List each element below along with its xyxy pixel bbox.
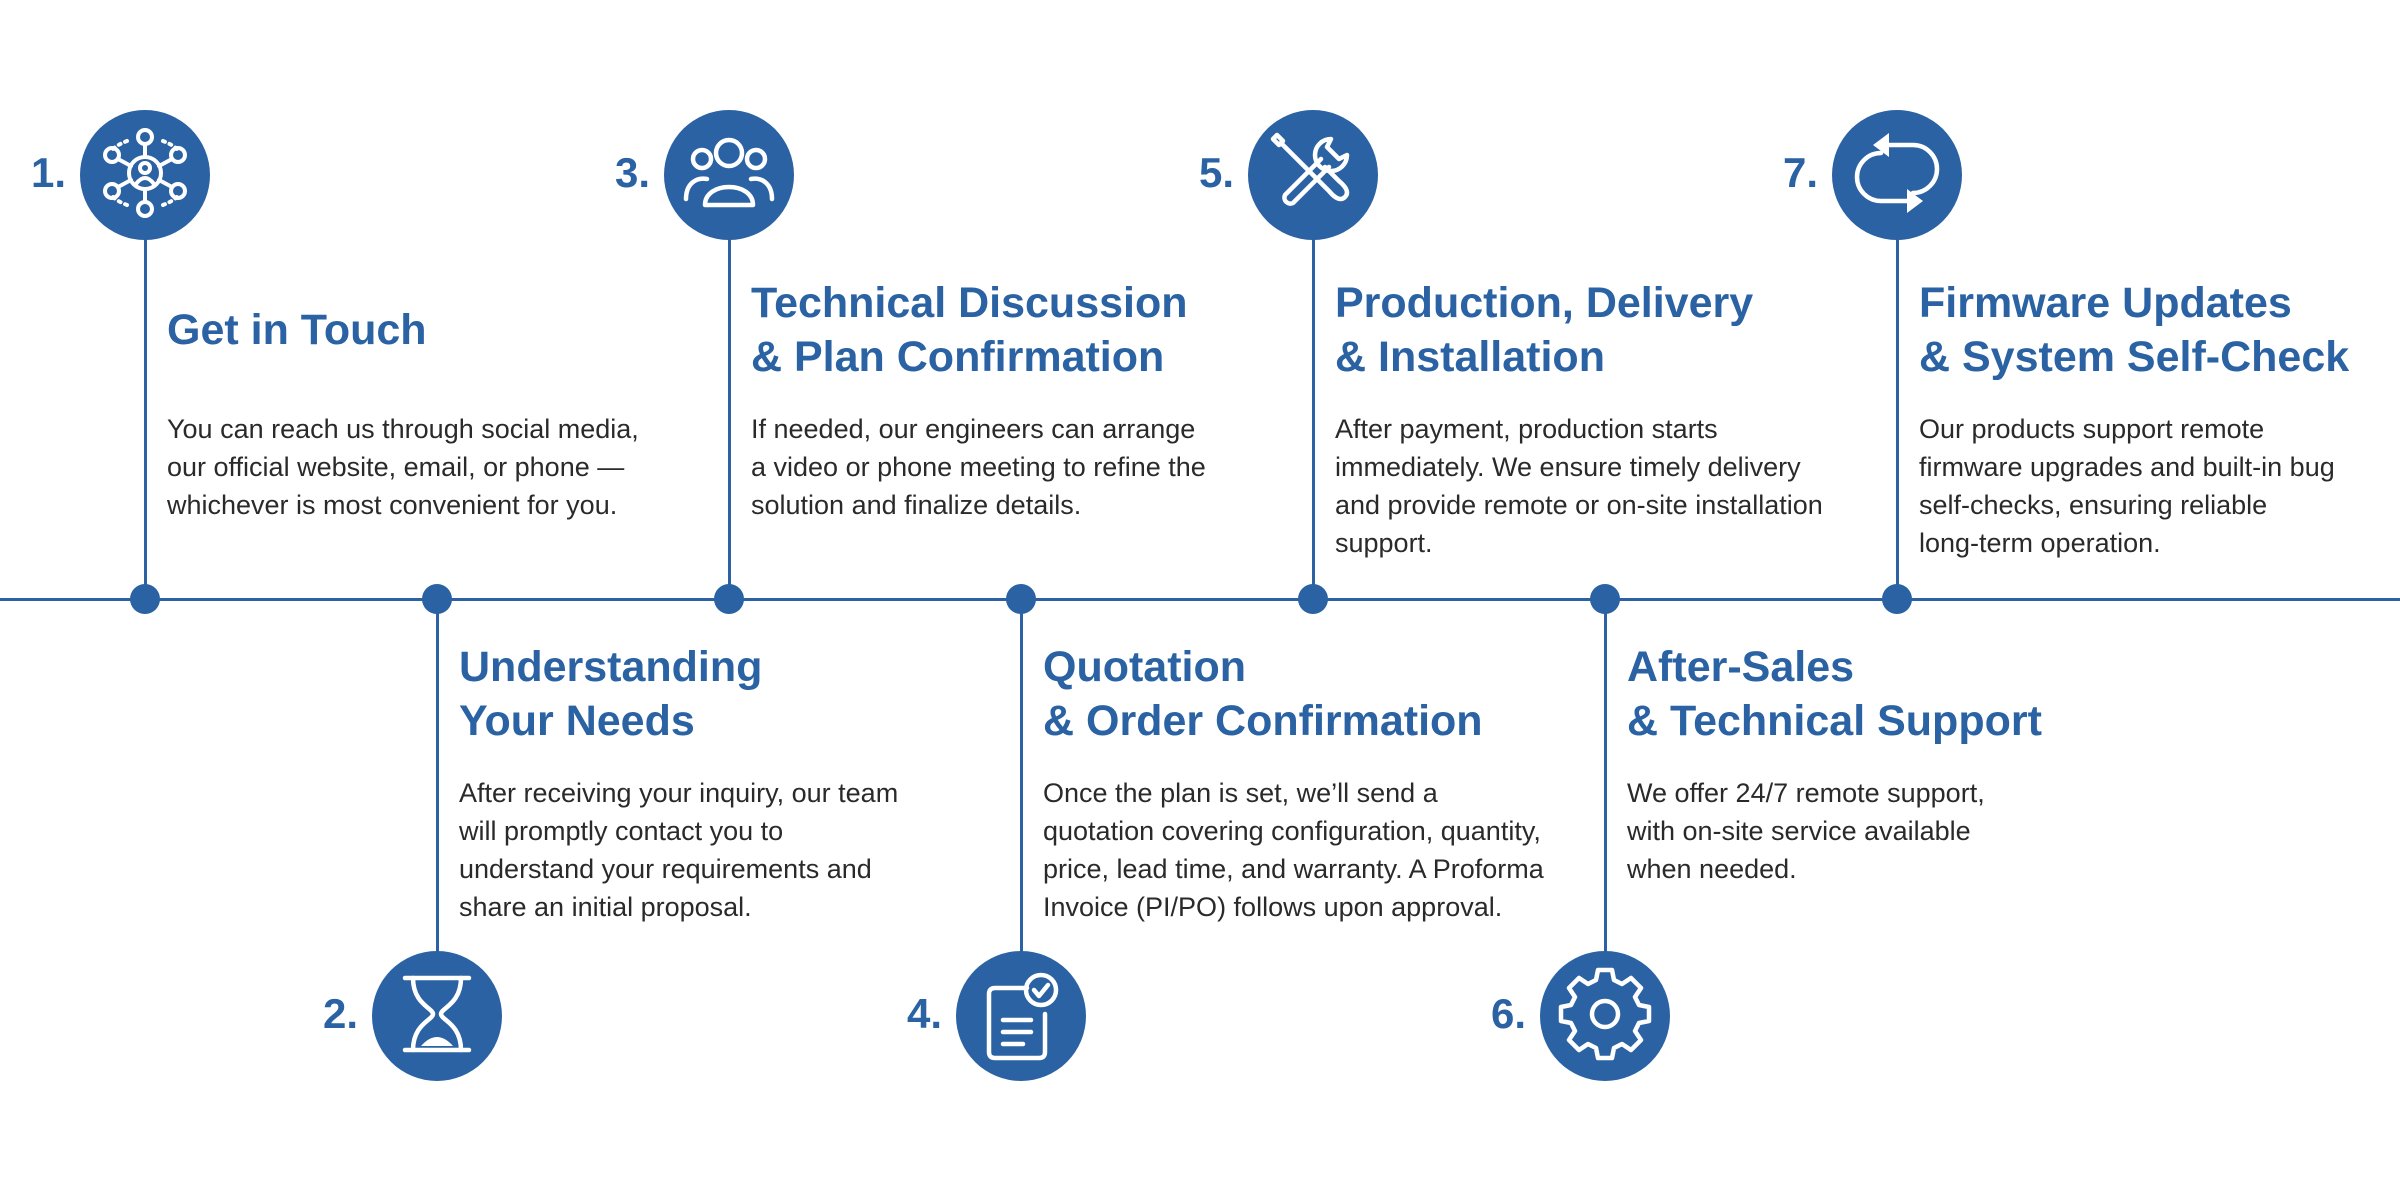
connector-line-2 xyxy=(435,599,439,956)
step-2-title-line: Understanding xyxy=(459,643,763,691)
step-6-icon-circle xyxy=(1540,951,1670,1081)
step-3-number: 3. xyxy=(614,149,650,196)
step-4-title-line: & Order Confirmation xyxy=(1043,697,1483,745)
step-6-description-line: when needed. xyxy=(1627,854,1797,884)
timeline-dot-7 xyxy=(1882,584,1912,614)
step-5-title-line: Production, Delivery xyxy=(1335,279,1754,327)
step-4-description-line: Invoice (PI/PO) follows upon approval. xyxy=(1043,892,1503,922)
connector-line-6 xyxy=(1603,599,1607,956)
step-3-description-line: a video or phone meeting to refine the xyxy=(751,452,1206,482)
step-7-title-line: & System Self-Check xyxy=(1919,333,2350,381)
step-1-title-line: Get in Touch xyxy=(167,306,427,354)
step-4-description-line: Once the plan is set, we’ll send a xyxy=(1043,778,1438,808)
step-5-description: After payment, production starts immediat… xyxy=(1335,410,1875,562)
step-3-description-line: If needed, our engineers can arrange xyxy=(751,414,1196,444)
timeline-dot-2 xyxy=(422,584,452,614)
gear-icon xyxy=(1558,967,1652,1063)
step-6-description-line: with on-site service available xyxy=(1627,816,1971,846)
step-2-description: After receiving your inquiry, our team wi… xyxy=(459,774,999,926)
step-2-description-line: share an initial proposal. xyxy=(459,892,752,922)
step-4-icon-circle xyxy=(956,951,1086,1081)
step-6-title: After-Sales & Technical Support xyxy=(1627,640,2227,748)
step-3-title: Technical Discussion & Plan Confirmation xyxy=(751,276,1351,384)
step-3-title-line: Technical Discussion xyxy=(751,279,1188,327)
step-5-description-line: After payment, production starts xyxy=(1335,414,1718,444)
step-1-number: 1. xyxy=(30,149,66,196)
step-2-title-line: Your Needs xyxy=(459,697,695,745)
timeline-dot-1 xyxy=(130,584,160,614)
connector-line-1 xyxy=(143,235,147,599)
timeline-dot-4 xyxy=(1006,584,1036,614)
step-1-description: You can reach us through social media, ou… xyxy=(167,410,707,524)
step-1-description-line: You can reach us through social media, xyxy=(167,414,639,444)
step-6-title-line: & Technical Support xyxy=(1627,697,2042,745)
step-4-description-line: price, lead time, and warranty. A Profor… xyxy=(1043,854,1544,884)
step-3-title-line: & Plan Confirmation xyxy=(751,333,1165,381)
connector-line-4 xyxy=(1019,599,1023,956)
step-2-number: 2. xyxy=(322,990,358,1037)
step-2-description-line: will promptly contact you to xyxy=(459,816,784,846)
step-2-description-line: After receiving your inquiry, our team xyxy=(459,778,899,808)
step-6-number: 6. xyxy=(1490,990,1526,1037)
network-people-icon xyxy=(101,127,189,222)
step-5-number: 5. xyxy=(1198,149,1234,196)
step-5-description-line: immediately. We ensure timely delivery xyxy=(1335,452,1801,482)
step-1-description-line: our official website, email, or phone — xyxy=(167,452,625,482)
step-2-icon-circle xyxy=(372,951,502,1081)
refresh-cycle-icon xyxy=(1853,129,1941,222)
step-6-description-line: We offer 24/7 remote support, xyxy=(1627,778,1985,808)
step-4-description: Once the plan is set, we’ll send a quotat… xyxy=(1043,774,1583,926)
team-icon xyxy=(683,129,775,222)
step-3-description-line: solution and finalize details. xyxy=(751,490,1082,520)
tools-icon xyxy=(1269,129,1357,222)
step-7-icon-circle xyxy=(1832,110,1962,240)
step-3-description: If needed, our engineers can arrange a vi… xyxy=(751,410,1291,524)
timeline-axis xyxy=(0,598,2400,601)
step-4-description-line: quotation covering configuration, quanti… xyxy=(1043,816,1541,846)
step-6-title-line: After-Sales xyxy=(1627,643,1855,691)
step-1-description-line: whichever is most convenient for you. xyxy=(167,490,618,520)
step-7-description-line: firmware upgrades and built-in bug xyxy=(1919,452,2335,482)
step-5-description-line: support. xyxy=(1335,528,1433,558)
connector-line-3 xyxy=(727,235,731,599)
step-4-number: 4. xyxy=(906,990,942,1037)
step-7-title-line: Firmware Updates xyxy=(1919,279,2292,327)
clipboard-check-icon xyxy=(977,970,1065,1063)
step-7-description-line: long-term operation. xyxy=(1919,528,2161,558)
timeline-dot-6 xyxy=(1590,584,1620,614)
step-3-icon-circle xyxy=(664,110,794,240)
step-1-title: Get in Touch xyxy=(167,303,767,357)
step-7-description-line: self-checks, ensuring reliable xyxy=(1919,490,2268,520)
timeline-dot-5 xyxy=(1298,584,1328,614)
step-7-number: 7. xyxy=(1782,149,1818,196)
step-2-description-line: understand your requirements and xyxy=(459,854,872,884)
connector-line-7 xyxy=(1895,235,1899,599)
step-5-title-line: & Installation xyxy=(1335,333,1605,381)
step-7-description-line: Our products support remote xyxy=(1919,414,2265,444)
step-5-icon-circle xyxy=(1248,110,1378,240)
step-1-icon-circle xyxy=(80,110,210,240)
timeline-dot-3 xyxy=(714,584,744,614)
step-4-title-line: Quotation xyxy=(1043,643,1247,691)
hourglass-icon xyxy=(393,970,481,1063)
step-5-description-line: and provide remote or on-site installati… xyxy=(1335,490,1823,520)
step-7-description: Our products support remote firmware upgr… xyxy=(1919,410,2400,562)
step-6-description: We offer 24/7 remote support, with on-sit… xyxy=(1627,774,2167,888)
step-7-title: Firmware Updates & System Self-Check xyxy=(1919,276,2400,384)
step-4-title: Quotation & Order Confirmation xyxy=(1043,640,1643,748)
connector-line-5 xyxy=(1311,235,1315,599)
step-5-title: Production, Delivery & Installation xyxy=(1335,276,1935,384)
